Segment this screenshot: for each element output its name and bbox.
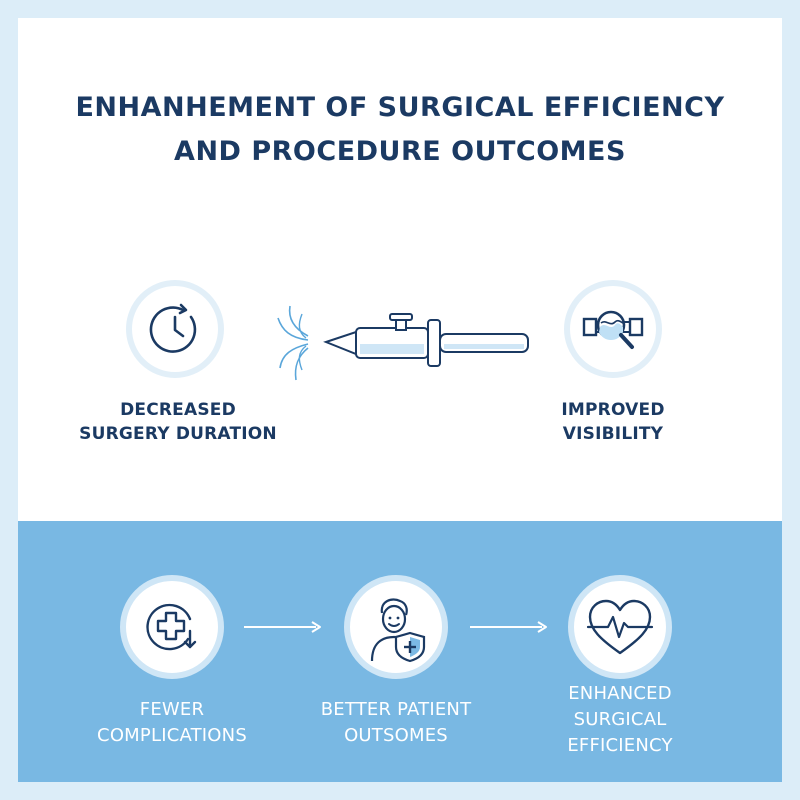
duration-label-line1: DECREASED [120, 400, 236, 420]
visibility-label: IMPROVED VISIBILITY [523, 398, 703, 446]
duration-circle [126, 280, 224, 378]
duration-label-line2: SURGERY DURATION [79, 424, 277, 444]
irrigation-device-icon [277, 305, 529, 381]
visibility-circle [564, 280, 662, 378]
efficiency-label: ENHANCED SURGICAL EFFICIENCY [520, 681, 720, 759]
title-line-2: AND PROCEDURE OUTCOMES [174, 136, 626, 167]
outcomes-band: FEWER COMPLICATIONS BETTER PATIENT [18, 521, 782, 782]
efficiency-label-line3: EFFICIENCY [567, 735, 673, 756]
duration-label: DECREASED SURGERY DURATION [78, 398, 278, 446]
heart-pulse-icon [586, 599, 654, 655]
visibility-label-line2: VISIBILITY [562, 424, 664, 444]
patient-label-line2: OUTSOMES [344, 725, 448, 746]
complications-circle [120, 575, 224, 679]
patient-circle [344, 575, 448, 679]
efficiency-label-line1: ENHANCED [568, 683, 672, 704]
patient-shield-icon [370, 598, 426, 663]
complications-label-line1: FEWER [139, 699, 205, 720]
clock-icon [149, 303, 197, 353]
medical-cross-icon [146, 603, 197, 651]
infographic: ENHANHEMENT OF SURGICAL EFFICIENCY AND P… [18, 18, 782, 782]
arrow-right-icon [470, 621, 547, 633]
patient-label-line1: BETTER PATIENT [320, 699, 472, 720]
arrow-right-icon [244, 621, 321, 633]
complications-label: FEWER COMPLICATIONS [62, 697, 282, 749]
efficiency-label-line2: SURGICAL [573, 709, 667, 730]
magnifier-icon [582, 310, 644, 349]
complications-label-line2: COMPLICATIONS [97, 725, 247, 746]
efficiency-circle [568, 575, 672, 679]
title-line-1: ENHANHEMENT OF SURGICAL EFFICIENCY [75, 92, 725, 123]
patient-label: BETTER PATIENT OUTSOMES [296, 697, 496, 749]
visibility-label-line1: IMPROVED [561, 400, 665, 420]
